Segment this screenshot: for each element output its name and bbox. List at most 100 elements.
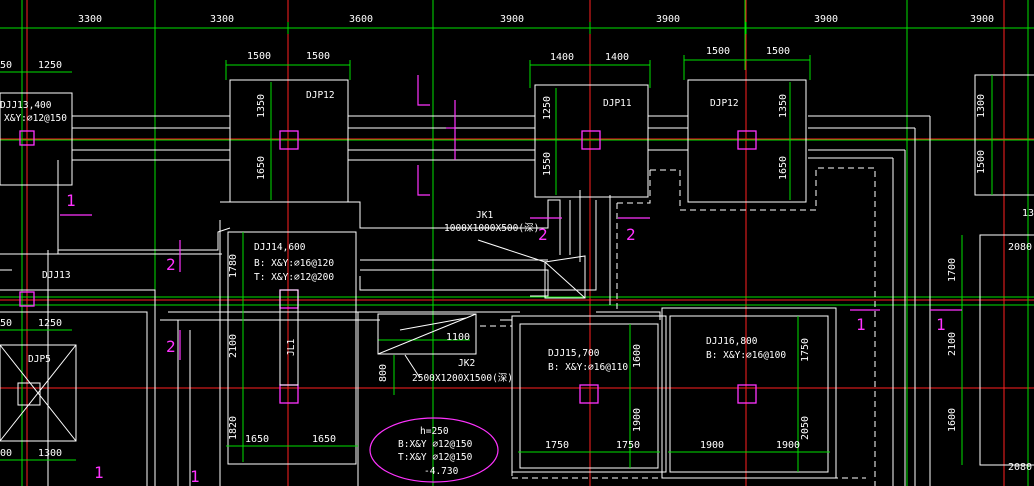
djj15-name: DJJ15,700: [548, 348, 600, 359]
axis-lines-horizontal: [0, 138, 1034, 389]
jk2-height: 800: [378, 364, 389, 382]
djp12-a-labels: DJP12 1500 1500 1350 1650: [247, 51, 335, 180]
djj13-labels: DJJ13,400 X&Y:⌀12@150 DJJ13 50 1250 50 1…: [0, 60, 71, 459]
slab-elevation: -4.730: [424, 466, 459, 477]
jk1-name: JK1: [476, 210, 493, 221]
slab-note: h=250 B:X&Y ⌀12@150 T:X&Y ⌀12@150 -4.730: [398, 426, 473, 477]
djp12-a-h1: 1350: [256, 94, 267, 118]
beam-jl1-label: JL1: [286, 339, 297, 356]
jk2-size: 2500X1200X1500(深): [412, 373, 513, 384]
right-a-note: 13: [1022, 208, 1034, 219]
top-dim-7: 3900: [970, 14, 994, 25]
top-dim-2: 3300: [210, 14, 234, 25]
top-dimensions: 3300 3300 3600 3900 3900 3900 3900: [78, 14, 994, 25]
djj14-h3: 1820: [228, 416, 239, 440]
pit-jk1: [544, 255, 586, 299]
djj15-h2: 1900: [632, 408, 643, 432]
section-mark-2c: 2: [166, 255, 176, 274]
djp12-b-w2: 1500: [766, 46, 790, 57]
djj16-h2: 2050: [800, 416, 811, 440]
djp12-b-h2: 1650: [778, 156, 789, 180]
djj16-h1: 1750: [800, 338, 811, 362]
section-mark-2d: 2: [166, 337, 176, 356]
djj14-w2: 1650: [312, 434, 336, 445]
footing-dim-lines: [0, 55, 993, 472]
djj16-reinf-b: B: X&Y:⌀16@100: [706, 350, 786, 361]
footing-djj14: [227, 231, 357, 465]
slab-thickness: h=250: [420, 426, 449, 437]
djj14-reinf-b: B: X&Y:⌀16@120: [254, 258, 334, 269]
footing-djp12-b: [687, 79, 807, 203]
jk1-size: 1000X1000X500(深): [444, 223, 539, 234]
djp12-a-w1: 1500: [247, 51, 271, 62]
left-dim-b: 1250: [38, 60, 62, 71]
footing-djj15: [519, 323, 659, 469]
right-b-bottom: 2080: [1008, 462, 1032, 473]
djj14-h2: 2100: [228, 334, 239, 358]
djj16-w2: 1900: [776, 440, 800, 451]
section-mark-1d: 1: [94, 463, 104, 482]
jk2-width: 1100: [446, 332, 470, 343]
djp12-a-name: DJP12: [306, 90, 335, 101]
left-dim-f: 1300: [38, 448, 62, 459]
djj13-mid-name: DJJ13: [42, 270, 71, 281]
footing-djp11: [534, 84, 649, 198]
djp11-labels: DJP11 1400 1400 1250 1550: [542, 52, 632, 176]
footing-djj13-top: [0, 92, 73, 186]
slab-reinf-bottom: B:X&Y ⌀12@150: [398, 439, 473, 450]
slab-note-ellipse: [369, 417, 499, 483]
slab-reinf-top: T:X&Y ⌀12@150: [398, 452, 473, 463]
djj16-w1: 1900: [700, 440, 724, 451]
djj14-reinf-t: T: X&Y:⌀12@200: [254, 272, 334, 283]
footing-right-b: [979, 234, 1034, 466]
djp12-b-labels: DJP12 1500 1500 1350 1650: [706, 46, 790, 180]
dashed-outlines: [480, 167, 876, 486]
pits: [377, 239, 586, 379]
top-dim-3: 3600: [349, 14, 373, 25]
column-2: [581, 130, 601, 150]
djp5-name: DJP5: [28, 354, 51, 365]
footing-djp5: [0, 344, 77, 442]
right-footing-labels: 1300 1500 13 2080 1700 2100 1600 2080: [947, 94, 1034, 473]
section-mark-2b: 2: [626, 225, 636, 244]
djj15-w2: 1750: [616, 440, 640, 451]
column-8: [579, 384, 599, 404]
top-dim-4: 3900: [500, 14, 524, 25]
right-b-top: 2080: [1008, 242, 1032, 253]
right-b-h2: 2100: [947, 332, 958, 356]
right-a-h2: 1500: [976, 150, 987, 174]
footing-right-a: [974, 74, 1034, 196]
djj14-labels: DJJ14,600 B: X&Y:⌀16@120 T: X&Y:⌀12@200 …: [228, 242, 336, 445]
section-mark-1e: 1: [190, 467, 200, 486]
columns: [19, 130, 757, 404]
footing-outlines: [0, 74, 1034, 479]
djp12-a-h2: 1650: [256, 156, 267, 180]
jk-labels: JK1 1000X1000X500(深) JK2 2500X1200X1500(…: [378, 210, 539, 384]
footing-djj16: [669, 315, 829, 473]
djj13-top-name: DJJ13,400: [0, 100, 52, 111]
djp11-h1: 1250: [542, 96, 553, 120]
section-mark-1a: 1: [66, 191, 76, 210]
axis-lines-vertical: [26, 0, 1005, 486]
top-dim-ticks: [21, 22, 908, 34]
section-labels: 1 2 2 2 2 1 1 1 1: [66, 191, 946, 486]
column-4: [19, 130, 35, 146]
section-mark-1c: 1: [936, 315, 946, 334]
top-dim-1: 3300: [78, 14, 102, 25]
djj15-h1: 1600: [632, 344, 643, 368]
column-3: [737, 130, 757, 150]
left-dim-e: 00: [0, 448, 12, 459]
djp12-b-name: DJP12: [710, 98, 739, 109]
djp11-w2: 1400: [605, 52, 629, 63]
column-9: [737, 384, 757, 404]
beam-jl1-outline: [279, 289, 299, 386]
section-mark-1b: 1: [856, 315, 866, 334]
column-1: [279, 130, 299, 150]
right-b-h1: 1700: [947, 258, 958, 282]
djp12-b-w1: 1500: [706, 46, 730, 57]
top-dim-6: 3900: [814, 14, 838, 25]
top-dim-5: 3900: [656, 14, 680, 25]
djp12-b-h1: 1350: [778, 94, 789, 118]
left-dim-a: 50: [0, 60, 12, 71]
